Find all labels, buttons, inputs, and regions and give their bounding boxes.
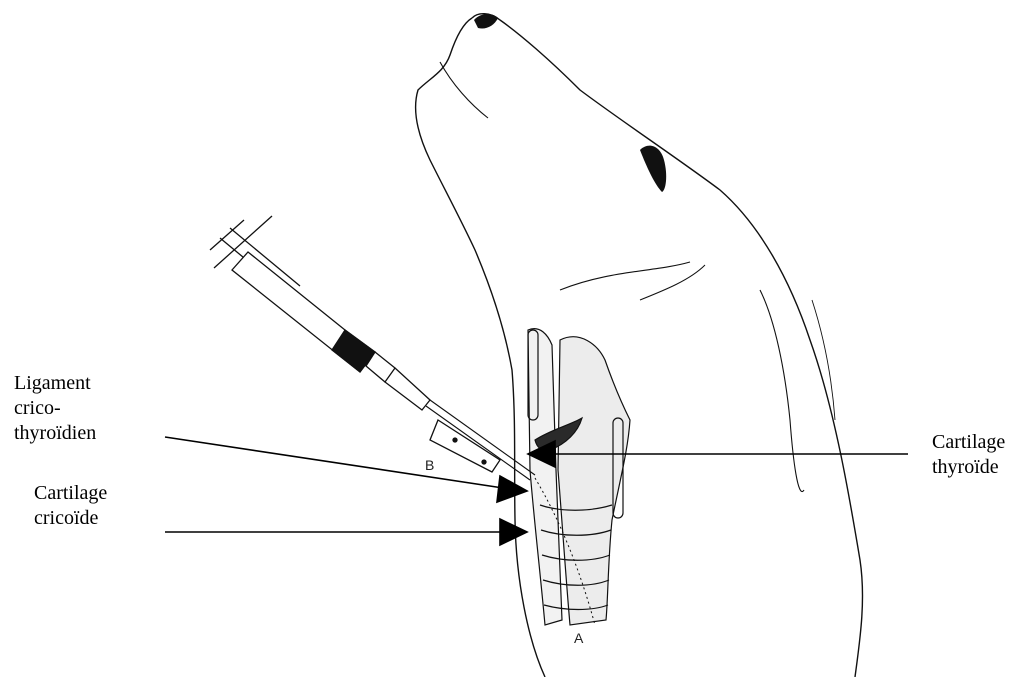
figure-letter-b: B — [425, 457, 434, 473]
ligament-arrowhead — [497, 476, 527, 502]
head-neck-outline — [416, 14, 863, 677]
cricoide-arrowhead — [500, 519, 527, 545]
figure-letter-a: A — [574, 630, 584, 646]
thyroid-cartilage-label: Cartilage thyroïde — [932, 430, 1005, 480]
eye — [640, 146, 666, 192]
cricoid-cartilage-label: Cartilage cricoïde — [34, 481, 107, 531]
ligament-cricothyroid-label: Ligament crico- thyroïdien — [14, 371, 96, 446]
larynx-trachea — [528, 329, 630, 625]
nose-tip — [474, 14, 498, 28]
